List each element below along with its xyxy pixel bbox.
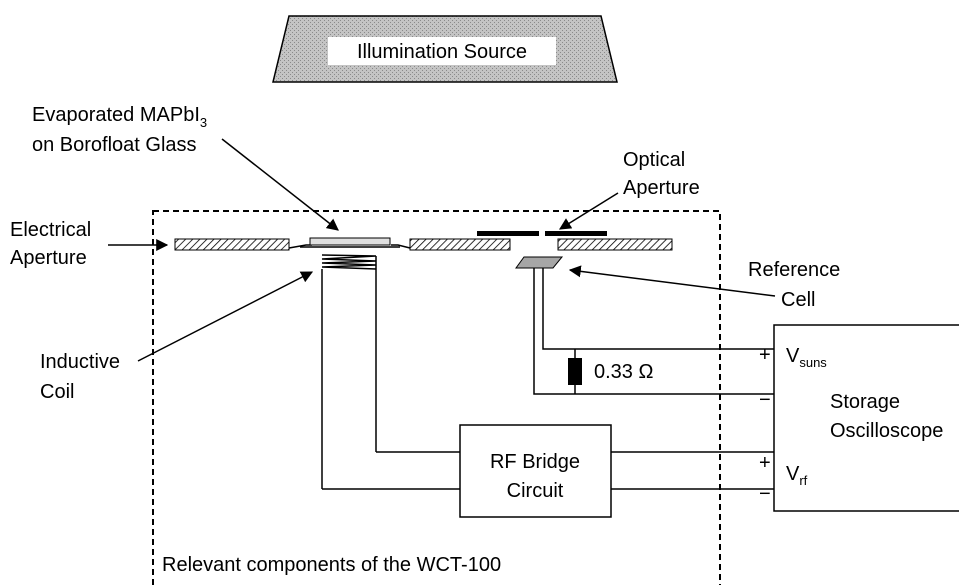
inductive-label-line1: Inductive — [40, 351, 120, 373]
reference-arrow — [568, 265, 776, 297]
resistor-label: 0.33 Ω — [594, 361, 653, 383]
optical-aperture-label: Optical Aperture — [558, 149, 700, 230]
reference-label-line2: Cell — [781, 289, 815, 311]
aperture-plate-middle — [409, 238, 511, 251]
optical-arrow — [558, 192, 619, 230]
sample-label-line1: Evaporated MAPbI3 — [32, 104, 207, 130]
rf-bridge-circuit: RF Bridge Circuit — [322, 424, 774, 518]
coil-winding — [321, 254, 377, 270]
vsuns-minus: − — [759, 389, 771, 411]
electrical-label-line2: Aperture — [10, 247, 87, 269]
reference-cell: Reference Cell — [515, 256, 840, 311]
resistor — [568, 358, 582, 385]
vrf-channel-label: Vrf — [786, 463, 808, 488]
rf-bridge-label-line2: Circuit — [507, 480, 564, 502]
ref-wire-bottom — [533, 268, 774, 395]
vsuns-plus: + — [759, 344, 771, 366]
optical-aperture-bar-left — [477, 231, 539, 236]
oscilloscope-box — [773, 324, 959, 512]
ref-wire-top — [542, 268, 774, 350]
electrical-label-line1: Electrical — [10, 219, 91, 241]
rf-bridge-label-line1: RF Bridge — [490, 451, 580, 473]
optical-label-line2: Aperture — [623, 177, 700, 199]
vrf-plus: + — [759, 452, 771, 474]
oscilloscope-label-line1: Storage — [830, 391, 900, 413]
sample-support-right — [391, 244, 411, 249]
sample-stage — [288, 237, 411, 249]
aperture-plate-left — [174, 238, 290, 251]
oscilloscope-label-line2: Oscilloscope — [830, 420, 943, 442]
inductive-label-line2: Coil — [40, 381, 74, 403]
vrf-minus: − — [759, 483, 771, 505]
reference-label-line1: Reference — [748, 259, 840, 281]
wct-100-boundary — [152, 210, 721, 585]
vsuns-channel-label: Vsuns — [786, 345, 827, 370]
sample-glass — [309, 237, 391, 246]
optical-label-line1: Optical — [623, 149, 685, 171]
rf-bridge-box — [459, 424, 612, 518]
inductive-arrow — [137, 271, 314, 362]
electrical-aperture — [174, 238, 673, 251]
wct-caption: Relevant components of the WCT-100 — [162, 554, 501, 576]
sample-label: Evaporated MAPbI3 on Borofloat Glass — [32, 104, 339, 231]
illumination-source-label-box — [328, 37, 556, 65]
reference-cell-shape — [515, 256, 564, 269]
optical-aperture — [477, 231, 607, 236]
aperture-plate-right — [557, 238, 673, 251]
illumination-source-label: Illumination Source — [357, 41, 527, 63]
sample-arrow — [221, 138, 339, 231]
reference-wiring: 0.33 Ω — [533, 268, 774, 395]
optical-aperture-bar-right — [545, 231, 607, 236]
sample-label-line2: on Borofloat Glass — [32, 134, 197, 156]
electrical-aperture-label: Electrical Aperture — [10, 219, 169, 269]
storage-oscilloscope: Storage Oscilloscope + − Vsuns + − Vrf — [759, 324, 959, 512]
illumination-source: Illumination Source — [272, 15, 618, 83]
inductive-coil: Inductive Coil — [40, 254, 377, 489]
